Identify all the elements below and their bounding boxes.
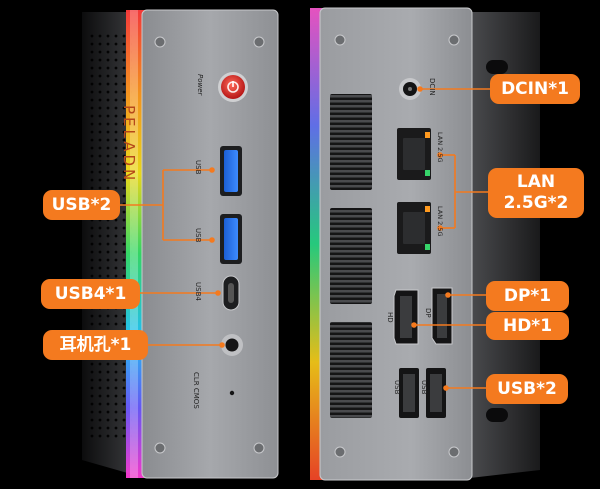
callout-lan-line2: 2.5G*2 <box>503 193 569 213</box>
left-device <box>82 9 279 479</box>
dp-label: DP <box>424 308 432 318</box>
callout-audio: 耳机孔*1 <box>43 330 148 360</box>
dcin-label: DCIN <box>428 78 436 96</box>
callout-dp: DP*1 <box>486 281 569 311</box>
usb-label-2: USB <box>194 228 202 243</box>
usb-label-1: USB <box>194 160 202 175</box>
callout-lan-line1: LAN <box>516 172 556 192</box>
callout-dcin-text: DCIN*1 <box>501 78 569 99</box>
callout-usb4: USB4*1 <box>41 279 140 309</box>
callout-audio-text: 耳机孔*1 <box>59 334 132 355</box>
clr-cmos-label: CLR CMOS <box>192 372 200 409</box>
usb4-label: USB4 <box>194 282 202 301</box>
usb-rear-label-1: USB <box>393 380 401 395</box>
callout-usb-front-text: USB*2 <box>51 194 112 215</box>
callout-lines <box>120 86 490 391</box>
callout-hd: HD*1 <box>486 312 569 340</box>
callout-usb-rear-text: USB*2 <box>497 378 557 399</box>
brand-text: PELADN <box>120 105 138 183</box>
callout-dcin: DCIN*1 <box>490 74 580 104</box>
callout-dp-text: DP*1 <box>503 285 552 306</box>
callout-usb4-text: USB4*1 <box>54 283 127 304</box>
device-printed-text: PELADN Power USB USB USB4 CLR CMOS DCIN … <box>120 74 444 409</box>
right-device <box>310 7 540 481</box>
lan-label-2: LAN 2.5G <box>436 206 444 237</box>
callout-hd-text: HD*1 <box>502 315 553 336</box>
hd-label: HD <box>386 312 394 323</box>
callout-lan: LAN 2.5G*2 <box>488 168 584 218</box>
power-label: Power <box>196 74 204 97</box>
lan-label-1: LAN 2.5G <box>436 132 444 163</box>
callout-usb-front: USB*2 <box>43 190 120 220</box>
callout-usb-rear: USB*2 <box>486 374 568 404</box>
usb-rear-label-2: USB <box>420 380 428 395</box>
